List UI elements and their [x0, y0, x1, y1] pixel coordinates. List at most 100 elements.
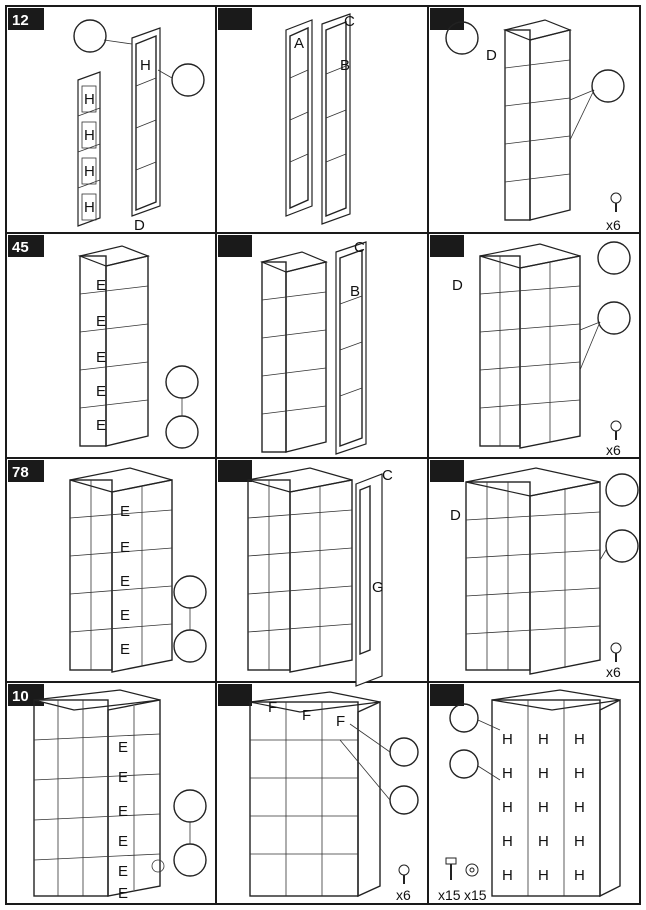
step-6: D x6 — [430, 235, 631, 458]
part-label: E — [118, 739, 128, 756]
cabinet-frame — [260, 251, 328, 453]
cabinet-frame: D — [452, 243, 581, 449]
step-4: 45 E E E E E — [8, 235, 199, 449]
part-label: C — [344, 13, 355, 30]
detail-callout — [389, 785, 419, 815]
step-badge — [430, 684, 464, 706]
part-label: E — [118, 885, 128, 902]
part-label: E — [120, 539, 130, 556]
washer-icon — [465, 863, 479, 877]
part-label: H — [574, 833, 585, 850]
step-badge — [218, 8, 252, 30]
part-label: C — [382, 467, 393, 484]
screw-icon — [610, 192, 622, 212]
step-5: C B — [218, 235, 367, 455]
cabinet-frame — [247, 467, 353, 673]
step-badge — [8, 460, 44, 482]
part-label: H — [502, 799, 513, 816]
part-label: E — [120, 573, 130, 590]
cabinet-frame: E E E E E — [69, 467, 173, 673]
cabinet-frame: D — [486, 19, 572, 221]
side-frame-a: A — [285, 19, 313, 217]
part-label: H — [84, 91, 95, 108]
part-label: H — [538, 867, 549, 884]
quantity-label: x6 — [606, 217, 621, 233]
bolt-icon — [445, 857, 457, 880]
part-label: F — [302, 707, 311, 724]
part-label: H — [538, 833, 549, 850]
cabinet-with-doors — [491, 689, 621, 898]
part-label: D — [452, 277, 463, 294]
side-frame-b: C B — [335, 239, 367, 455]
step-badge-text: 10 — [12, 688, 29, 705]
detail-callout — [449, 749, 479, 779]
step-badge — [430, 460, 464, 482]
part-label: D — [486, 47, 497, 64]
detail-callout — [73, 19, 107, 53]
part-label: B — [340, 57, 350, 74]
part-label: E — [118, 863, 128, 880]
cabinet-frame: E E E E E — [77, 245, 151, 447]
step-11: F F F x6 — [218, 684, 419, 903]
detail-callout — [165, 365, 199, 399]
part-label: E — [118, 833, 128, 850]
detail-callout — [151, 859, 165, 873]
part-label: C — [354, 239, 365, 256]
part-label: E — [118, 769, 128, 786]
part-label: E — [96, 349, 106, 366]
part-label: F — [268, 699, 277, 716]
detail-callout — [591, 69, 625, 103]
part-label: F — [336, 713, 345, 730]
part-label: H — [538, 731, 549, 748]
part-label: E — [118, 803, 128, 820]
detail-callout — [173, 843, 207, 877]
part-label: H — [84, 199, 95, 216]
part-label: E — [120, 503, 130, 520]
part-label: G — [372, 579, 384, 596]
side-frame: H D — [131, 27, 161, 234]
side-panel-g: C G — [355, 467, 393, 687]
part-label: E — [96, 383, 106, 400]
step-7: 78 E E E E E — [8, 460, 207, 673]
screw-icon — [610, 420, 622, 440]
part-label: D — [450, 507, 461, 524]
part-label: H — [84, 127, 95, 144]
detail-callout — [173, 575, 207, 609]
part-label: H — [84, 163, 95, 180]
screw-icon — [398, 864, 410, 884]
part-label: H — [574, 867, 585, 884]
detail-callout — [449, 703, 479, 733]
step-badge-text: 78 — [12, 464, 29, 481]
part-label: H — [502, 765, 513, 782]
step-badge — [8, 235, 44, 257]
part-label: H — [502, 731, 513, 748]
step-1: 12 H H H H H D — [8, 8, 205, 234]
part-label: H — [574, 731, 585, 748]
step-badge — [218, 460, 252, 482]
step-badge — [218, 684, 252, 706]
quantity-label: x6 — [606, 664, 621, 680]
step-10: 10 E E E E E E — [8, 684, 207, 902]
door-panels: H H H H — [77, 71, 101, 227]
part-label: A — [294, 35, 304, 52]
step-badge — [430, 235, 464, 257]
part-label: H — [574, 765, 585, 782]
detail-callout — [171, 63, 205, 97]
side-frame-b: C B — [321, 13, 355, 225]
quantity-label: x15 — [438, 887, 461, 903]
part-label: E — [96, 417, 106, 434]
detail-callout — [445, 21, 479, 55]
part-label: E — [120, 641, 130, 658]
detail-callout — [389, 737, 419, 767]
detail-callout — [605, 529, 639, 563]
quantity-label: x6 — [396, 887, 411, 903]
part-label: H — [502, 833, 513, 850]
quantity-label: x6 — [606, 442, 621, 458]
part-label: H — [538, 765, 549, 782]
sheet-border — [5, 5, 641, 905]
door-labels: H H H H H H H H H H H H H H H — [502, 731, 585, 884]
part-label: D — [134, 217, 145, 234]
detail-callout — [173, 789, 207, 823]
step-3: D x6 — [430, 8, 625, 233]
